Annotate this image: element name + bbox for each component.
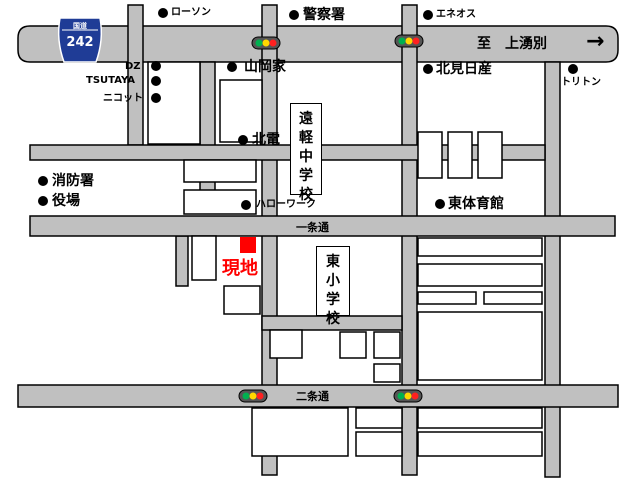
- block-g2: [355, 407, 403, 429]
- block-f3: [373, 331, 401, 359]
- street-label-ichijo: 一条通: [296, 221, 329, 234]
- street-label-nijo: 二条通: [296, 390, 329, 403]
- route-sign-top: 国道: [73, 21, 87, 30]
- road-v-400: [401, 4, 418, 476]
- school-engaru-jhs-char: 遠: [299, 111, 313, 127]
- road-h-150: [29, 144, 546, 161]
- police-dot-icon: [289, 10, 299, 20]
- poi-label-hello-work: ハローワーク: [256, 199, 316, 210]
- poi-label-police: 警察署: [303, 7, 345, 23]
- poi-label-town-hall: 役場: [52, 193, 80, 209]
- traffic-signal-icon: [393, 389, 423, 403]
- route-242-road: [17, 25, 619, 63]
- school-higashi-es: 東 小 学 校: [316, 246, 350, 327]
- poi-label-yamaokaya: 山岡家: [244, 59, 286, 75]
- poi-dots: [38, 8, 578, 210]
- school-higashi-es-char: 小: [326, 273, 340, 289]
- direction-label: 至 上湧別: [477, 36, 547, 52]
- poi-label-gym: 東体育館: [448, 196, 504, 212]
- block-g1: [251, 407, 349, 457]
- block-f2: [339, 331, 367, 359]
- block-e4: [483, 291, 543, 305]
- school-engaru-jhs-char: 中: [299, 149, 313, 165]
- block-e3: [417, 291, 477, 305]
- block-b1: [183, 159, 257, 183]
- road-h-nijo: [17, 384, 619, 408]
- route-sign-number: 242: [66, 35, 93, 50]
- block-c1: [417, 131, 443, 179]
- poi-label-dz: DZ: [125, 61, 141, 72]
- school-higashi-es-char: 東: [326, 254, 340, 270]
- school-engaru-jhs-char: 校: [299, 187, 313, 203]
- road-h-325: [261, 315, 403, 331]
- poi-label-hokuden: 北電: [252, 132, 280, 148]
- dz-dot-icon: [151, 61, 161, 71]
- poi-label-eneos: エネオス: [436, 9, 476, 20]
- block-f1: [269, 329, 303, 359]
- block-e2: [417, 263, 543, 287]
- yamaokaya-dot-icon: [227, 62, 237, 72]
- gym-dot-icon: [435, 199, 445, 209]
- block-g4: [417, 407, 543, 429]
- poi-label-toriton: トリトン: [561, 77, 601, 88]
- poi-label-kitami-nissan: 北見日産: [436, 61, 492, 77]
- block-c3: [477, 131, 503, 179]
- block-a1: [147, 61, 201, 145]
- road-h-ichijo: [29, 215, 616, 237]
- school-engaru-jhs-char: 軽: [299, 130, 313, 146]
- nitori-dot-icon: [151, 93, 161, 103]
- poi-label-fire-station: 消防署: [52, 173, 94, 189]
- block-d1: [191, 235, 217, 281]
- traffic-signal-icon: [394, 34, 424, 48]
- road-v-180: [175, 235, 189, 287]
- eneos-dot-icon: [423, 10, 433, 20]
- poi-label-lawson: ローソン: [171, 7, 211, 18]
- block-e5: [417, 311, 543, 381]
- block-d2: [223, 285, 261, 315]
- traffic-signal-icon: [238, 389, 268, 403]
- block-e1: [417, 237, 543, 257]
- block-a2: [219, 79, 263, 143]
- road-v-550: [544, 61, 561, 478]
- block-g5: [417, 431, 543, 457]
- poi-label-nitori: ニコット: [103, 93, 143, 104]
- town-hall-dot-icon: [38, 196, 48, 206]
- lawson-dot-icon: [158, 8, 168, 18]
- school-higashi-es-char: 学: [326, 292, 340, 308]
- block-c2: [447, 131, 473, 179]
- school-higashi-es-char: 校: [326, 311, 340, 327]
- kitami-nissan-dot-icon: [423, 64, 433, 74]
- traffic-signal-icon: [251, 36, 281, 50]
- block-g3: [355, 431, 403, 457]
- school-engaru-jhs-char: 学: [299, 168, 313, 184]
- hokuden-dot-icon: [238, 135, 248, 145]
- direction-arrow-icon: →: [586, 29, 605, 54]
- tsutaya-dot-icon: [151, 76, 161, 86]
- block-f4: [373, 363, 401, 383]
- current-location-label: 現地: [222, 258, 258, 279]
- current-location-marker: [240, 237, 256, 253]
- fire-station-dot-icon: [38, 176, 48, 186]
- school-engaru-jhs: 遠 軽 中 学 校: [290, 103, 322, 203]
- hello-work-dot-icon: [241, 200, 251, 210]
- route-242-sign: 国道 242: [57, 17, 103, 63]
- poi-label-tsutaya: TSUTAYA: [86, 75, 135, 86]
- toriton-dot-icon: [568, 64, 578, 74]
